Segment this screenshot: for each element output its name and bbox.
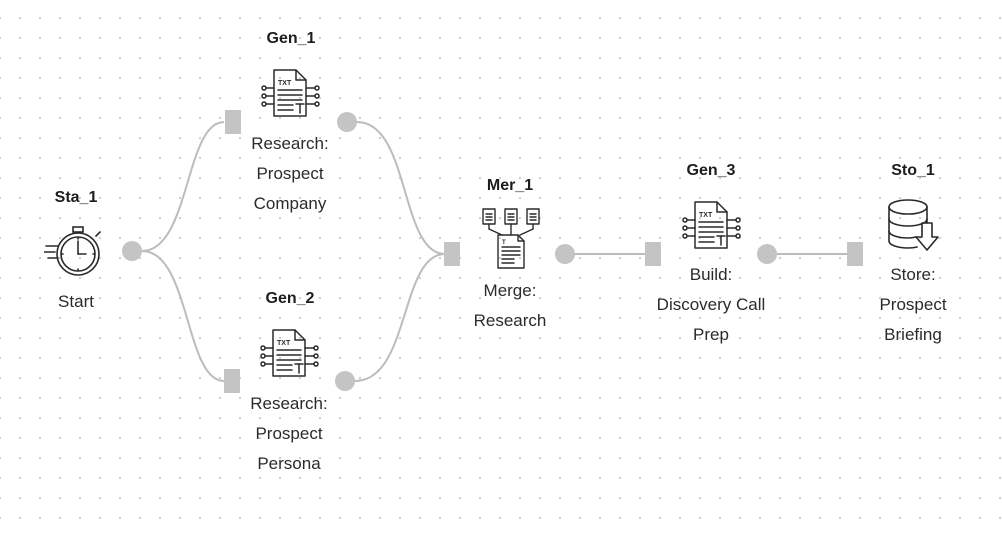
- node-label: Store: Prospect Briefing: [879, 265, 947, 344]
- node-id: Mer_1: [486, 177, 534, 194]
- input-port[interactable]: [847, 242, 863, 266]
- svg-text:T: T: [502, 240, 506, 246]
- node-id: Sto_1: [891, 162, 935, 179]
- stopwatch-icon: [44, 226, 101, 276]
- node-label: Start: [58, 292, 94, 311]
- output-port[interactable]: [757, 244, 777, 264]
- merge-documents-icon: T: [482, 208, 540, 269]
- text-document-icon: TXT: [260, 329, 319, 377]
- edge-sta1-gen2[interactable]: [141, 250, 225, 382]
- svg-text:TXT: TXT: [278, 80, 292, 87]
- node-id: Gen_3: [686, 162, 736, 179]
- node-id: Sta_1: [54, 189, 98, 206]
- svg-text:TXT: TXT: [277, 340, 291, 347]
- edge-gen2-mer1[interactable]: [354, 253, 446, 382]
- node-label: Research: Prospect Company: [251, 134, 329, 213]
- input-port[interactable]: [444, 242, 460, 266]
- edge-gen1-mer1[interactable]: [356, 121, 446, 255]
- node-label: Build: Discovery Call Prep: [656, 265, 766, 344]
- node-id: Gen_1: [266, 30, 316, 47]
- svg-text:TXT: TXT: [699, 212, 713, 219]
- input-port[interactable]: [224, 369, 240, 393]
- database-store-icon: [888, 199, 939, 251]
- edge-sta1-gen1[interactable]: [141, 121, 225, 252]
- output-port[interactable]: [335, 371, 355, 391]
- text-document-icon: TXT: [261, 69, 320, 117]
- node-id: Gen_2: [265, 290, 315, 307]
- input-port[interactable]: [645, 242, 661, 266]
- node-label: Merge: Research: [473, 281, 547, 330]
- output-port[interactable]: [555, 244, 575, 264]
- output-port[interactable]: [337, 112, 357, 132]
- node-label: Research: Prospect Persona: [250, 394, 328, 473]
- output-port[interactable]: [122, 241, 142, 261]
- text-document-icon: TXT: [682, 201, 741, 249]
- input-port[interactable]: [225, 110, 241, 134]
